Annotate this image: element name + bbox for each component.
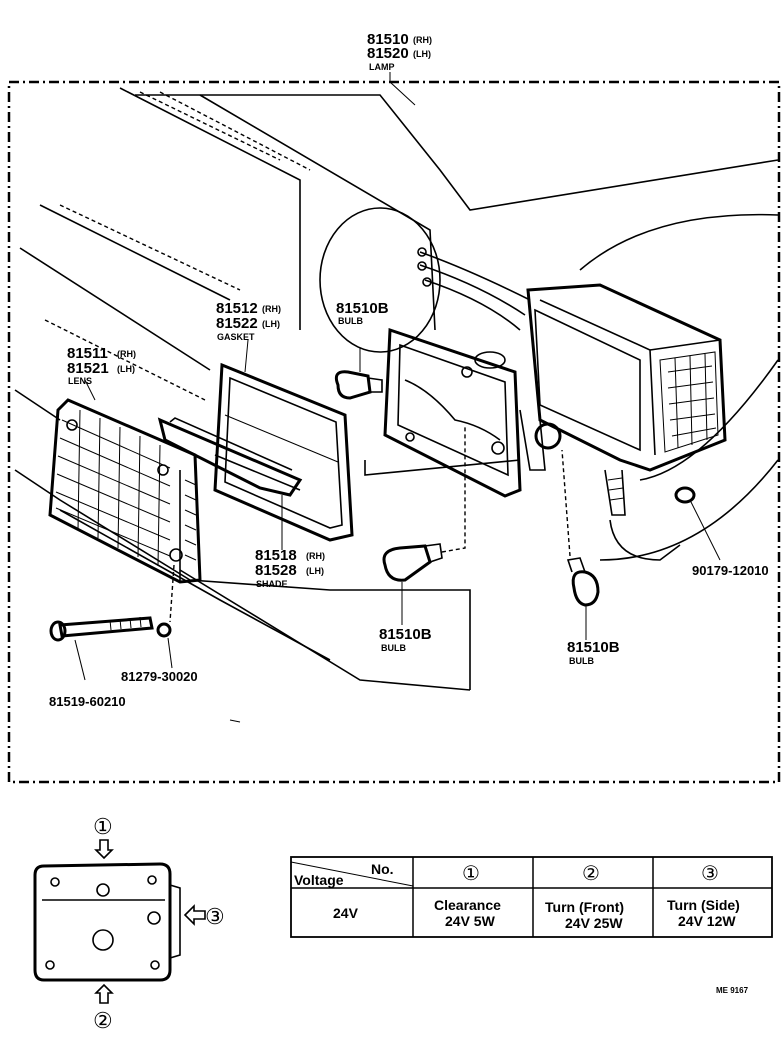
lamp-name: LAMP [369, 62, 395, 72]
lens-name: LENS [68, 376, 92, 386]
assembly-frame [7, 80, 781, 784]
bulb-center-part: 81510B [379, 626, 432, 643]
bulb-spec-table: No. Voltage ① ② ③ 24V Clearance 24V 5W T… [290, 856, 773, 938]
lens-rh-suffix: (RH) [117, 349, 136, 359]
bulb-right-name: BULB [569, 656, 594, 666]
table-c2-line1: Turn (Front) [545, 899, 624, 915]
lens-texture [55, 409, 197, 567]
bulb-center [382, 425, 466, 625]
table-voltage-value: 24V [333, 905, 359, 921]
label-bulb-right: 81510B BULB [567, 639, 620, 666]
gasket-part-rh: 81512 [216, 300, 258, 317]
table-header-voltage: Voltage [294, 872, 344, 888]
drawing-code: ME 9167 [716, 986, 749, 995]
screw [49, 616, 154, 681]
table-c3-line2: 24V 12W [678, 913, 736, 929]
table-col-1: ① [462, 863, 480, 885]
shade-part-rh: 81518 [255, 547, 297, 564]
bulb-right-part: 81510B [567, 639, 620, 656]
table-c1-line1: Clearance [434, 897, 501, 913]
shade-lh-suffix: (LH) [306, 566, 324, 576]
lens-part-lh: 81521 [67, 360, 109, 377]
shade-rh-suffix: (RH) [306, 551, 325, 561]
screw-part: 81519-60210 [49, 694, 126, 709]
shade [157, 417, 303, 550]
marker-1-top: ① [93, 814, 113, 839]
nut [156, 564, 175, 669]
label-bulb-center: 81510B BULB [379, 626, 432, 653]
shade-part-lh: 81528 [255, 562, 297, 579]
table-col-2: ② [582, 863, 600, 885]
clip [674, 486, 721, 561]
arrow-left-icon [183, 904, 206, 926]
table-c3-line1: Turn (Side) [667, 897, 740, 913]
gasket-part-lh: 81522 [216, 315, 258, 332]
lens-part-rh: 81511 [67, 345, 108, 362]
marker-3-side: ③ [205, 904, 225, 929]
bulb-center-name: BULB [381, 643, 406, 653]
arrow-down-icon [94, 839, 114, 860]
bulb-right [561, 449, 600, 640]
gasket-lh-suffix: (LH) [262, 319, 280, 329]
table-col-3: ③ [701, 863, 719, 885]
shade-name: SHADE [256, 579, 288, 589]
table-c1-line2: 24V 5W [445, 913, 496, 929]
label-clip: 90179-12010 [692, 563, 769, 578]
gasket-name: GASKET [217, 332, 255, 342]
bulb-top [334, 348, 383, 400]
label-lamp: 81510 (RH) 81520 (LH) LAMP [367, 31, 432, 72]
lamp-housing [417, 247, 727, 561]
bulb-top-name: BULB [338, 316, 363, 326]
reflector-plate [383, 327, 522, 498]
lamp-lh-suffix: (LH) [413, 49, 431, 59]
label-bulb-top: 81510B BULB [336, 300, 389, 326]
gasket [213, 339, 354, 542]
label-nut: 81279-30020 [121, 669, 198, 684]
lamp-rh-suffix: (RH) [413, 35, 432, 45]
lamp-part-rh: 81510 [367, 31, 409, 48]
lens-lh-suffix: (LH) [117, 364, 135, 374]
table-header-no: No. [371, 861, 394, 877]
gasket-rh-suffix: (RH) [262, 304, 281, 314]
lamp-leader [389, 72, 416, 106]
label-shade: 81518 (RH) 81528 (LH) SHADE [255, 547, 325, 589]
side-lens-texture [659, 351, 719, 453]
label-screw: 81519-60210 [49, 694, 126, 709]
label-gasket: 81512 (RH) 81522 (LH) GASKET [216, 300, 281, 342]
lamp-part-lh: 81520 [367, 45, 409, 62]
nut-part: 81279-30020 [121, 669, 198, 684]
clip-part: 90179-12010 [692, 563, 769, 578]
lens [48, 379, 202, 584]
marker-2-bottom: ② [93, 1008, 113, 1033]
label-lens: 81511 (RH) 81521 (LH) LENS [67, 345, 136, 386]
table-c2-line2: 24V 25W [565, 915, 623, 931]
bulb-top-part: 81510B [336, 300, 389, 317]
arrow-up-icon [94, 983, 114, 1004]
lamp-schematic: ① ③ ② [33, 814, 225, 1033]
